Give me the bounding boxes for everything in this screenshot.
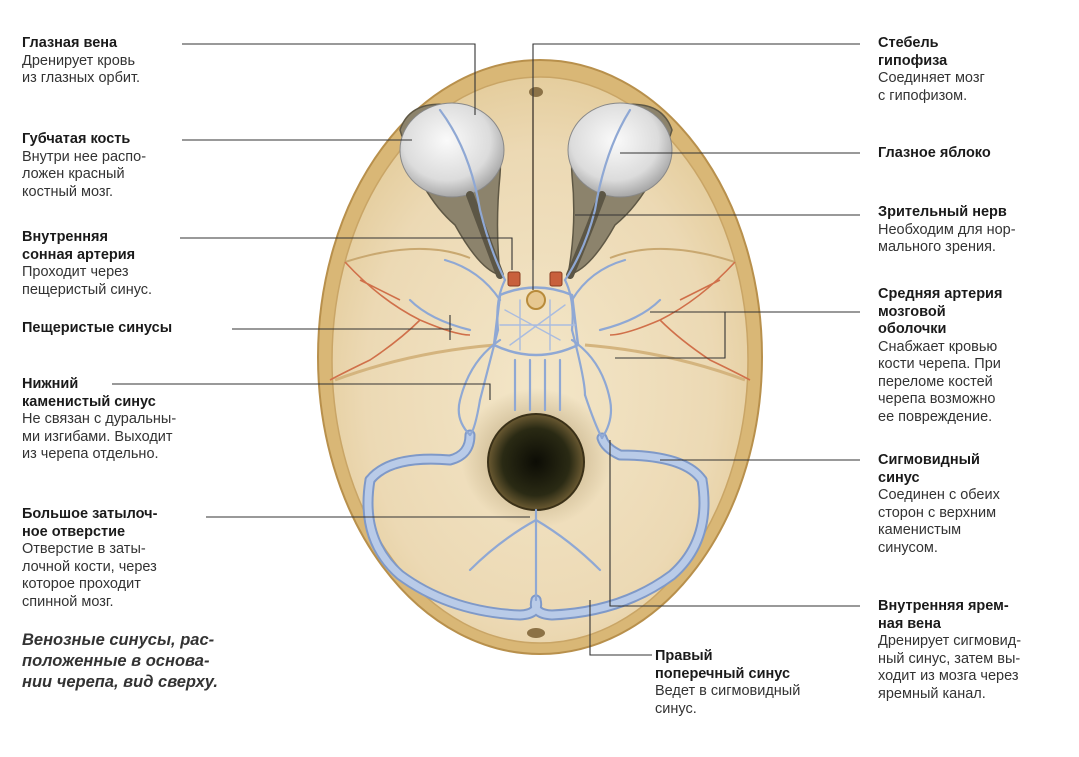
sigmoid-sinus-desc-2: сторон с верхним: [878, 504, 997, 521]
optic-nerve-desc-2: мального зрения.: [878, 239, 996, 255]
petrous-ridge-left: [334, 343, 496, 382]
foramen-magnum: [487, 413, 585, 511]
eye-vein-desc-1: Дренирует кровь: [22, 52, 136, 69]
spongy-bone-desc-2: ложен красный: [22, 166, 125, 182]
eye-vein-desc-2: из глазных орбит.: [22, 70, 141, 86]
venous-sinuses: [362, 108, 710, 621]
eye-vein-title: Глазная вена: [22, 35, 118, 51]
foramen-magnum-title-2: ное отверстие: [22, 523, 126, 540]
left-optic-nerve: [466, 191, 504, 279]
label-cavernous-sinuses: Пещеристые синусы: [22, 320, 172, 338]
skull-base-inner: [331, 76, 749, 644]
internal-jugular-desc-1: Дренирует сигмовид-: [878, 633, 1022, 649]
occipital-notch: [527, 628, 545, 638]
foramen-magnum-desc-4: спинной мозг.: [22, 593, 114, 610]
cavernous-sinuses-title: Пещеристые синусы: [22, 320, 173, 336]
internal-carotid-title-1: Внутренняя: [22, 229, 108, 245]
spongy-bone-title: Губчатая кость: [22, 131, 131, 147]
inferior-petrosal-title-1: Нижний: [22, 376, 79, 392]
inferior-petrosal-desc-2: ми изгибами. Выходит: [22, 428, 173, 445]
middle-meningeal-title-2: мозговой: [878, 303, 946, 320]
pituitary-stalk-desc-2: с гипофизом.: [878, 87, 968, 104]
leader-lines: [112, 43, 860, 656]
right-eyeball: [567, 102, 673, 198]
internal-jugular-title-2: ная вена: [878, 615, 941, 632]
label-spongy-bone: Губчатая кость Внутри нее распо- ложен к…: [22, 131, 146, 201]
pituitary-stalk-desc-1: Соединяет мозг: [878, 70, 985, 86]
internal-jugular-desc-2: ный синус, затем вы-: [878, 650, 1021, 667]
middle-meningeal-title-3: оболочки: [878, 321, 947, 337]
right-transverse-desc-1: Ведет в сигмовидный: [655, 683, 801, 699]
middle-meningeal-desc-5: ее повреждение.: [878, 408, 993, 425]
eyeball-title: Глазное яблоко: [878, 145, 991, 161]
internal-carotid-desc-2: пещеристый синус.: [22, 281, 153, 298]
label-foramen-magnum: Большое затылоч- ное отверстие Отверстие…: [22, 506, 157, 611]
internal-jugular-title-1: Внутренняя ярем-: [878, 598, 1009, 614]
middle-meningeal-desc-1: Снабжает кровью: [878, 338, 998, 355]
label-eyeball: Глазное яблоко: [878, 145, 991, 163]
label-middle-meningeal: Средняя артерия мозговой оболочки Снабжа…: [878, 286, 1002, 426]
label-internal-carotid: Внутренняя сонная артерия Проходит через…: [22, 229, 152, 299]
spongy-bone-desc-1: Внутри нее распо-: [22, 148, 147, 165]
anterior-fossa-ridge: [344, 247, 736, 263]
sigmoid-sinus-title-1: Сигмовидный: [878, 452, 980, 468]
middle-meningeal-artery-right: [609, 261, 751, 381]
right-transverse-desc-2: синус.: [655, 700, 697, 717]
label-sigmoid-sinus: Сигмовидный синус Соединен с обеих сторо…: [878, 452, 1000, 557]
foramen-magnum-desc-2: лочной кости, через: [22, 558, 157, 575]
middle-meningeal-desc-3: переломе костей: [878, 373, 993, 390]
sigmoid-sinus-desc-1: Соединен с обеих: [878, 487, 1000, 503]
sigmoid-sinus-desc-4: синусом.: [878, 539, 938, 556]
pituitary: [526, 290, 546, 310]
caption-line-2: положенные в основа-: [22, 652, 210, 670]
pituitary-stalk-title-2: гипофиза: [878, 52, 948, 69]
inferior-petrosal-title-2: каменистый синус: [22, 393, 156, 410]
pituitary-stalk-title-1: Стебель: [878, 35, 939, 51]
spongy-bone-desc-3: костный мозг.: [22, 183, 114, 200]
internal-jugular-desc-4: яремный канал.: [878, 685, 986, 702]
foramen-magnum-desc-3: которое проходит: [22, 576, 141, 592]
inferior-petrosal-desc-1: Не связан с дуральны-: [22, 411, 177, 427]
middle-meningeal-desc-2: кости черепа. При: [878, 356, 1001, 372]
internal-carotid-desc-1: Проходит через: [22, 264, 129, 280]
petrous-ridge-right: [584, 343, 746, 382]
label-eye-vein: Глазная вена Дренирует кровь из глазных …: [22, 35, 140, 88]
left-eyeball: [399, 102, 505, 198]
optic-nerve-desc-1: Необходим для нор-: [878, 221, 1016, 238]
crista-notch: [529, 87, 543, 97]
right-transverse-title-1: Правый: [655, 648, 713, 664]
right-transverse-title-2: поперечный синус: [655, 665, 791, 682]
middle-meningeal-title-1: Средняя артерия: [878, 286, 1003, 302]
middle-meningeal-artery-left: [329, 261, 471, 381]
caption-line-1: Венозные синусы, рас-: [22, 631, 215, 649]
internal-jugular-desc-3: ходит из мозга через: [878, 668, 1019, 684]
internal-carotid-title-2: сонная артерия: [22, 246, 136, 263]
label-optic-nerve: Зрительный нерв Необходим для нор- мальн…: [878, 204, 1016, 257]
foramen-magnum-desc-1: Отверстие в заты-: [22, 541, 146, 557]
cavernous-plexus: [492, 286, 580, 357]
label-inferior-petrosal: Нижний каменистый синус Не связан с дура…: [22, 376, 176, 464]
inferior-petrosal-desc-3: из черепа отдельно.: [22, 446, 159, 462]
label-right-transverse: Правый поперечный синус Ведет в сигмовид…: [655, 648, 800, 718]
optic-nerve-title: Зрительный нерв: [878, 204, 1007, 220]
figure-caption: Венозные синусы, рас- положенные в основ…: [22, 630, 218, 693]
middle-meningeal-desc-4: черепа возможно: [878, 391, 996, 407]
caption-line-3: нии черепа, вид сверху.: [22, 673, 218, 691]
internal-carotid-left: [507, 271, 521, 287]
internal-carotid-right: [549, 271, 563, 287]
sigmoid-sinus-title-2: синус: [878, 469, 920, 486]
sigmoid-sinus-desc-3: каменистым: [878, 522, 962, 538]
label-pituitary-stalk: Стебель гипофиза Соединяет мозг с гипофи…: [878, 35, 985, 105]
foramen-magnum-title-1: Большое затылоч-: [22, 506, 158, 522]
label-internal-jugular: Внутренняя ярем- ная вена Дренирует сигм…: [878, 598, 1021, 703]
